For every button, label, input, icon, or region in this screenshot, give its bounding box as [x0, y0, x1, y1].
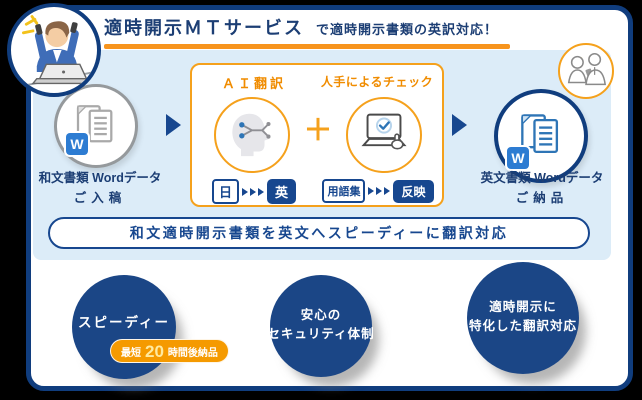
- busy-person-icon: [7, 3, 101, 97]
- feature-specialized-label: 適時開示に 特化した翻訳対応: [468, 300, 577, 334]
- laptop-check-icon: [361, 113, 407, 150]
- page-subtitle: で適時開示書類の英訳対応！: [316, 22, 499, 37]
- delivery-time-badge: 最短 20 時間後納品: [110, 339, 229, 363]
- input-doc-circle: W: [54, 84, 138, 168]
- arrow-right-icon: [166, 114, 181, 136]
- human-check-circle: [346, 97, 422, 173]
- mt-process-box: ＡＩ翻訳 人手によるチェック ＋ 日: [190, 63, 444, 207]
- input-label: 和文書類 Wordデータ ご入稿: [38, 171, 162, 205]
- title-underline: [104, 44, 510, 49]
- badge-suffix: 時間後納品: [167, 347, 218, 359]
- summary-banner: 和文適時開示書類を英文へスピーディーに翻訳対応: [48, 217, 590, 249]
- source-lang-tag: 日: [211, 179, 239, 204]
- word-doc-blue-icon: [521, 114, 559, 154]
- triple-arrow-icon: [368, 187, 391, 195]
- ai-translate-circle: [214, 97, 290, 173]
- badge-number: 20: [145, 341, 164, 361]
- apply-tag: 反映: [393, 179, 434, 203]
- busy-person-illustration: [14, 15, 96, 89]
- triple-arrow-icon: [242, 187, 264, 196]
- human-check-title: 人手によるチェック: [320, 75, 434, 89]
- feature-security-label: 安心の セキュリティ体制: [267, 308, 375, 342]
- feature-speedy-circle: スピーディー 最短 20 時間後納品: [72, 275, 229, 379]
- page-title: 適時開示ＭＴサービス: [104, 18, 304, 38]
- target-lang-tag: 英: [267, 179, 297, 204]
- summary-banner-text: 和文適時開示書類を英文へスピーディーに翻訳対応: [129, 225, 509, 241]
- ai-direction-row: 日 英: [196, 179, 312, 204]
- output-doc-circle: W: [494, 89, 588, 183]
- ai-step-title: ＡＩ翻訳: [221, 76, 286, 91]
- badge-prefix: 最短: [121, 347, 141, 359]
- word-doc-gray-icon: [76, 105, 113, 143]
- glossary-tag: 用語集: [322, 179, 366, 203]
- feature-specialized-circle: 適時開示に 特化した翻訳対応: [467, 262, 579, 374]
- word-badge: W: [507, 147, 529, 169]
- output-label: 英文書類 Wordデータ ご納品: [480, 171, 604, 205]
- plus-icon: ＋: [303, 115, 333, 147]
- consult-people-icon: [558, 43, 614, 99]
- word-badge: W: [66, 133, 88, 155]
- arrow-right-icon: [452, 114, 467, 136]
- ai-head-icon: [232, 113, 271, 157]
- feature-speedy-label: スピーディー: [77, 315, 171, 330]
- two-businesspeople-illustration: [567, 52, 607, 86]
- feature-security-circle: 安心の セキュリティ体制: [267, 275, 374, 377]
- glossary-row: 用語集 反映: [314, 179, 442, 203]
